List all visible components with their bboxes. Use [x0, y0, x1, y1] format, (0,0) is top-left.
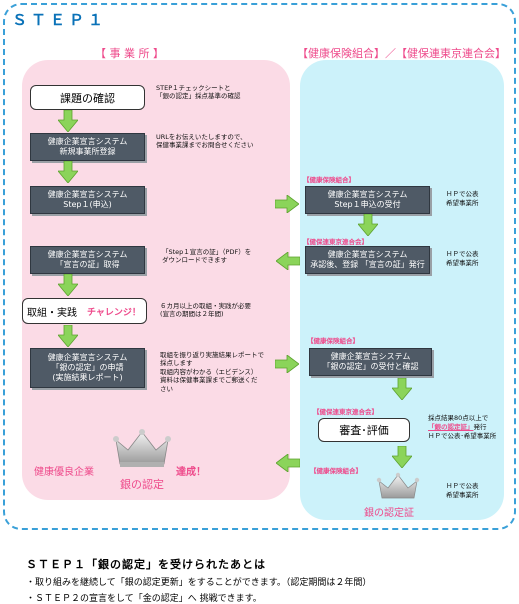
- box-line: (実施結果レポート): [52, 373, 123, 382]
- note-line: ＨＰで公表･希望事業所: [428, 431, 497, 440]
- note-line: ダウンロードできます: [162, 256, 227, 265]
- silver-accept-box: 健康企業宣言システム 「銀の認定」の受付と確認: [309, 348, 432, 376]
- tag-tokyo-1: 【健保連東京連合会】: [303, 238, 368, 246]
- note-line: 「Step１宣言の証」（PDF）を: [162, 248, 252, 256]
- box-line: 健康企業宣言システム: [330, 352, 411, 361]
- footer: ＳＴＥＰ１「銀の認定」を受けられたあとは ・取り組みを継続して「銀の認定更新」を…: [26, 556, 371, 604]
- box-line: 「宣言の証」取得: [55, 260, 120, 269]
- approve-box: 健康企業宣言システム 承認後、登録 「宣言の証」発行: [305, 246, 430, 274]
- box-line: 健康企業宣言システム: [47, 250, 128, 259]
- healthy-company-label: 健康優良企業: [34, 467, 94, 478]
- down-arrow-icon: [58, 110, 78, 132]
- tag-insurance-2: 【健康保険組合】: [307, 337, 359, 345]
- insurance-column: [300, 60, 504, 520]
- note-text: 発行: [473, 422, 487, 431]
- practice-label: 取組・実践: [27, 307, 77, 319]
- hp-note-2: ＨＰで公表 希望事業所: [446, 250, 479, 268]
- issue-check-label: 課題の確認: [60, 91, 115, 105]
- tag-insurance-1: 【健康保険組合】: [303, 176, 355, 184]
- note-line: 希望事業所: [446, 258, 479, 267]
- achieved-label: 達成！: [176, 467, 206, 478]
- silver-apply-note: 取組を振り返り実施結果レポートで 採点します 取組内容がわかる（エビデンス） 資…: [160, 351, 264, 393]
- note-line: 取組を振り返り実施結果レポートで: [160, 351, 264, 359]
- box-line: 健康企業宣言システム: [47, 190, 128, 199]
- note-line: 保健事業課までお問合せください: [156, 141, 254, 150]
- note-line: 希望事業所: [446, 198, 479, 207]
- box-line: 健康企業宣言システム: [47, 137, 128, 146]
- step1-frame: [3, 3, 516, 530]
- silver-crown-icon: [113, 429, 171, 467]
- accept-box: 健康企業宣言システム Step１申込の受付: [305, 186, 430, 214]
- note-line: 希望事業所: [446, 490, 479, 499]
- right-arrow-icon: [275, 195, 299, 213]
- review-box: 審査･評価: [318, 418, 410, 442]
- issue-check-box: 課題の確認: [30, 85, 145, 110]
- hp-note-3: 採点結果80点以上で 「銀の認定証」発行 ＨＰで公表･希望事業所: [428, 414, 496, 440]
- challenge-label: チャレンジ！: [87, 307, 141, 318]
- apply-box: 健康企業宣言システム Step１(申込): [30, 186, 145, 214]
- box-line: 承認後、登録 「宣言の証」発行: [310, 260, 425, 269]
- note-line: 「銀の認定証」発行: [428, 423, 496, 432]
- cert-get-note: 「Step１宣言の証」（PDF）を ダウンロードできます: [162, 248, 251, 265]
- box-line: 新規事業所登録: [59, 147, 116, 156]
- down-arrow-icon: [58, 325, 78, 347]
- note-line: ６カ月以上の取組・実践が必要: [160, 302, 251, 310]
- note-line: さい: [160, 384, 173, 393]
- note-line: 「銀の認定」採点基準の確認: [156, 92, 241, 101]
- note-line: 取組内容がわかる（エビデンス）: [160, 367, 258, 376]
- silver-certificate-label: 銀の認定証: [364, 508, 414, 519]
- footer-line: ・取り組みを継続して「銀の認定更新」をすることができます。（認定期間は２年間）: [26, 578, 372, 588]
- register-note: URLをお伝えいたしますので、 保健事業課までお問合せください: [156, 133, 254, 150]
- step-title: ＳＴＥＰ１: [12, 11, 108, 29]
- insurance-header: 【健康保険組合】／【健保連東京連合会】: [297, 47, 506, 60]
- highlight-text: 「銀の認定証」: [428, 422, 474, 431]
- box-line: 「銀の認定」の申請: [51, 363, 124, 372]
- silver-cert-label: 銀の認定: [120, 478, 164, 491]
- down-arrow-icon: [358, 214, 378, 236]
- note-line: 採点結果80点以上で: [428, 414, 489, 422]
- footer-title: ＳＴＥＰ１「銀の認定」を受けられたあとは: [26, 558, 266, 571]
- note-line: ＨＰで公表: [446, 190, 479, 198]
- silver-apply-box: 健康企業宣言システム 「銀の認定」の申請 (実施結果レポート): [30, 348, 145, 388]
- note-line: URLをお伝えいたしますので、: [156, 133, 247, 141]
- note-line: ＨＰで公表: [446, 250, 479, 258]
- box-line: 健康企業宣言システム: [47, 353, 128, 362]
- down-arrow-icon: [58, 161, 78, 183]
- review-label: 審査･評価: [339, 424, 389, 437]
- tag-insurance-3: 【健康保険組合】: [310, 467, 362, 475]
- note-line: STEP１チェックシートと: [156, 84, 231, 92]
- footer-line: ・ＳＴＥＰ２の宣言をして「金の認定」へ 挑戦できます。: [26, 594, 262, 604]
- hp-note-4: ＨＰで公表 希望事業所: [446, 482, 479, 500]
- box-line: 「銀の認定」の受付と確認: [322, 362, 419, 371]
- note-line: ＨＰで公表: [446, 482, 479, 490]
- office-header: 【 事 業 所 】: [95, 47, 164, 60]
- note-line: (宣言の期間は２年間): [160, 310, 224, 319]
- register-box: 健康企業宣言システム 新規事業所登録: [30, 133, 145, 161]
- note-line: 採点します: [160, 359, 193, 368]
- right-arrow-icon: [275, 355, 299, 373]
- hp-note-1: ＨＰで公表 希望事業所: [446, 190, 479, 208]
- note-line: 資料は保健事業課までご郵送くだ: [160, 376, 258, 385]
- practice-note: ６カ月以上の取組・実践が必要 (宣言の期間は２年間): [160, 302, 251, 319]
- left-arrow-icon: [276, 252, 300, 270]
- practice-box: 取組・実践 チャレンジ！: [22, 298, 147, 324]
- down-arrow-icon: [392, 446, 412, 468]
- box-line: Step１申込の受付: [334, 200, 401, 209]
- box-line: 健康企業宣言システム: [327, 190, 408, 199]
- cert-get-box: 健康企業宣言システム 「宣言の証」取得: [30, 246, 145, 274]
- silver-crown-icon: [376, 472, 420, 499]
- box-line: 健康企業宣言システム: [327, 250, 408, 259]
- down-arrow-icon: [58, 274, 78, 296]
- issue-check-note: STEP１チェックシートと 「銀の認定」採点基準の確認: [156, 84, 241, 101]
- tag-tokyo-2: 【健保連東京連合会】: [313, 408, 378, 416]
- down-arrow-icon: [392, 378, 412, 400]
- box-line: Step１(申込): [63, 200, 112, 209]
- left-arrow-icon: [276, 454, 300, 472]
